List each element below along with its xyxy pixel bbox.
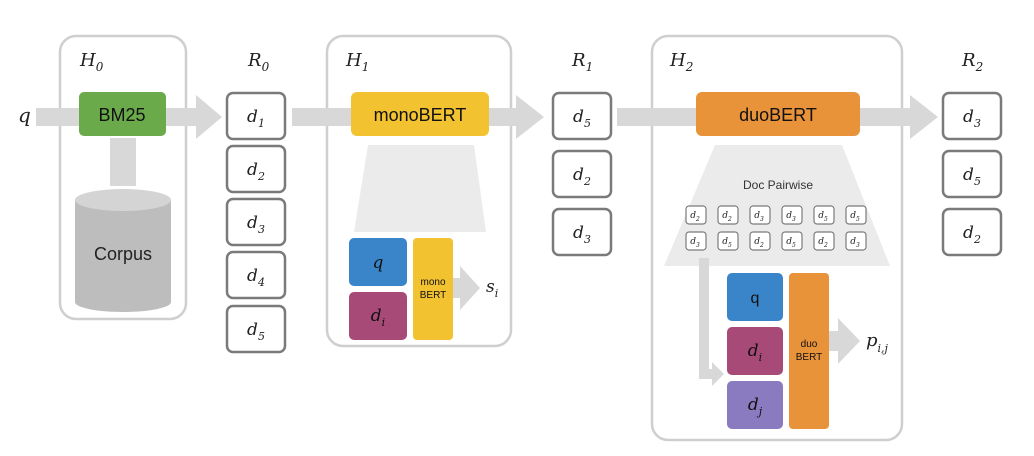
monobert-box [351,92,489,136]
doc-label-r2-1: d3 [963,107,981,130]
duobert-box [696,92,860,136]
monobert-label: monoBERT [374,105,467,125]
doc-box-r2-2 [941,149,1003,199]
pair-doc-label: d3 [690,237,700,249]
mono-bert-line2: BERT [420,290,447,301]
bm25-corpus-connector [110,138,136,186]
pair-doc-label: d5 [786,237,796,249]
mono-score-label: si [486,277,498,300]
doc-box-r1-3 [551,207,613,257]
doc-label-r0-3: d3 [247,213,265,236]
pair-doc-label: d2 [722,211,732,223]
doc-label-r0-2: d2 [247,160,265,183]
doc-label-r0-5: d5 [247,320,265,343]
pair-doc-box [845,231,867,251]
stage-label-r1: R1 [571,50,593,74]
doc-label-r2-2: d5 [963,165,981,188]
doc-label-r1-2: d2 [573,165,591,188]
doc-label-r0-4: d4 [247,266,265,289]
stage-h0-container [58,34,188,321]
doc-box-r0-5 [225,304,287,354]
duo-dj-label: dj [748,395,763,418]
stage-label-r2: R2 [961,50,983,74]
r2-doc-list: d3 d5 d2 [941,91,1003,257]
bm25-box [79,92,166,136]
stage-h2-container [650,34,904,442]
pair-doc-label: d3 [754,211,764,223]
pair-doc-label: d2 [818,237,828,249]
duo-q-box [727,273,783,321]
stage-label-h0: H0 [79,50,104,74]
pair-doc-label: d5 [722,237,732,249]
corpus-cylinder [75,189,171,312]
doc-label-r1-3: d3 [573,223,591,246]
doc-box-r0-2 [225,144,287,194]
duo-bert-line1: duo [801,339,818,350]
pair-doc-box [717,205,739,225]
pair-doc-box [781,231,803,251]
doc-box-r2-3 [941,207,1003,257]
duo-di-box [727,327,783,375]
pair-doc-box [685,205,707,225]
mono-bert-line1: mono [420,277,445,288]
query-label: q [18,103,31,127]
doc-box-r0-1 [225,91,287,141]
doc-label-r0-1: d1 [247,107,265,130]
duo-dj-box [727,381,783,429]
pair-doc-box [813,231,835,251]
doc-box-r1-1 [551,91,613,141]
mono-funnel [354,145,486,232]
duo-prob-arrow [829,318,860,364]
mono-d-box [349,292,407,340]
duo-prob-label: pi,j [866,330,889,355]
doc-label-r1-1: d5 [573,107,591,130]
mono-q-box [349,238,407,286]
doc-box-r1-2 [551,149,613,199]
pair-doc-box [717,231,739,251]
r0-doc-list: d1 d2 d3 d4 d5 [225,91,287,354]
duo-bert-line2: BERT [796,352,823,363]
pair-doc-label: d3 [786,211,796,223]
pair-doc-box [813,205,835,225]
stage-label-r0: R0 [247,50,270,74]
bm25-label: BM25 [98,105,145,125]
mono-d-label: di [371,306,385,329]
mono-bert-block [413,238,453,340]
r1-doc-list: d5 d2 d3 [551,91,613,257]
pair-doc-label: d2 [690,211,700,223]
corpus-label: Corpus [94,244,152,264]
pair-doc-box [845,205,867,225]
stage-label-h2: H2 [669,50,693,74]
stage-label-h1: H1 [345,50,369,74]
pair-doc-label: d3 [850,237,860,249]
doc-box-r2-1 [941,91,1003,141]
doc-box-r0-3 [225,197,287,247]
pair-doc-box [749,205,771,225]
doc-box-r0-4 [225,250,287,300]
pair-doc-label: d5 [850,211,860,223]
pair-doc-label: d2 [754,237,764,249]
mono-score-arrow [453,266,480,310]
duo-bert-block [789,273,829,429]
pair-doc-label: d5 [818,211,828,223]
pairs-to-duo-arrow [699,258,724,386]
doc-pair-grid: d2 d2 d3 d3 d5 d5 d3 d5 d2 d5 d2 d3 [685,205,867,251]
duo-di-label: di [748,341,762,364]
duo-q-label: q [751,290,760,307]
stage-h1-container [325,34,513,348]
pair-doc-box [685,231,707,251]
doc-pairwise-title: Doc Pairwise [743,178,813,192]
doc-label-r2-3: d2 [963,223,981,246]
pair-doc-box [749,231,771,251]
mono-q-label: q [373,253,384,273]
pair-doc-box [781,205,803,225]
duobert-label: duoBERT [739,105,817,125]
